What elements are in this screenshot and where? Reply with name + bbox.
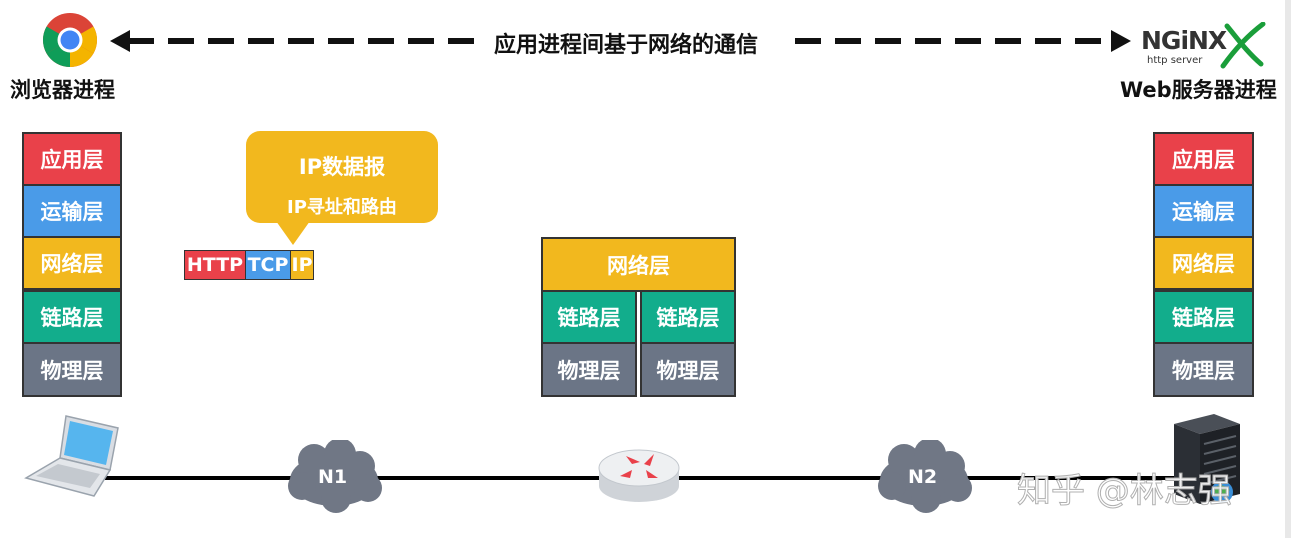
- router-network-layer: 网络层: [541, 237, 736, 292]
- right-transport-layer: 运输层: [1153, 184, 1254, 238]
- packet-tcp-header: TCP: [245, 250, 291, 280]
- left-network-layer: 网络层: [22, 236, 122, 290]
- communication-arrow: [110, 30, 1131, 52]
- cloud-n1-icon: [288, 440, 382, 513]
- router-physical-layer-right: 物理层: [640, 342, 736, 397]
- packet-http-header: HTTP: [184, 250, 246, 280]
- right-physical-layer: 物理层: [1153, 342, 1254, 397]
- callout-title: IP数据报: [298, 155, 386, 179]
- server-icon: [1174, 414, 1240, 504]
- nginx-x-icon: [1220, 22, 1266, 69]
- browser-process-label: 浏览器进程: [10, 78, 115, 102]
- callout-subtitle: IP寻址和路由: [287, 197, 397, 218]
- right-link-layer: 链路层: [1153, 290, 1254, 344]
- chrome-icon: [42, 13, 98, 68]
- ip-datagram-callout: IP数据报 IP寻址和路由: [246, 131, 438, 223]
- web-server-process-label: Web服务器进程: [1120, 78, 1277, 102]
- router-icon: [598, 449, 680, 502]
- right-network-layer: 网络层: [1153, 236, 1254, 290]
- network-n2-label: N2: [908, 466, 938, 488]
- left-transport-layer: 运输层: [22, 184, 122, 238]
- left-application-layer: 应用层: [22, 132, 122, 186]
- router-physical-layer-left: 物理层: [541, 342, 637, 397]
- router-link-layer-right: 链路层: [640, 290, 736, 344]
- right-application-layer: 应用层: [1153, 132, 1254, 186]
- network-n1-label: N1: [318, 466, 348, 488]
- nginx-logo-text: NGiNX: [1141, 26, 1227, 55]
- watermark: 知乎 @林志强: [1017, 471, 1233, 512]
- top-arrow-label: 应用进程间基于网络的通信: [494, 33, 759, 58]
- left-physical-layer: 物理层: [22, 342, 122, 397]
- nginx-logo: NGiNX http server: [1141, 22, 1271, 72]
- left-link-layer: 链路层: [22, 290, 122, 344]
- cloud-n2-icon: [878, 440, 972, 513]
- nginx-logo-sub: http server: [1147, 55, 1203, 66]
- callout-pointer: [276, 221, 310, 245]
- router-link-layer-left: 链路层: [541, 290, 637, 344]
- packet-ip-header: IP: [290, 250, 314, 280]
- laptop-icon: [24, 415, 119, 497]
- right-edge-divider: [1285, 0, 1291, 538]
